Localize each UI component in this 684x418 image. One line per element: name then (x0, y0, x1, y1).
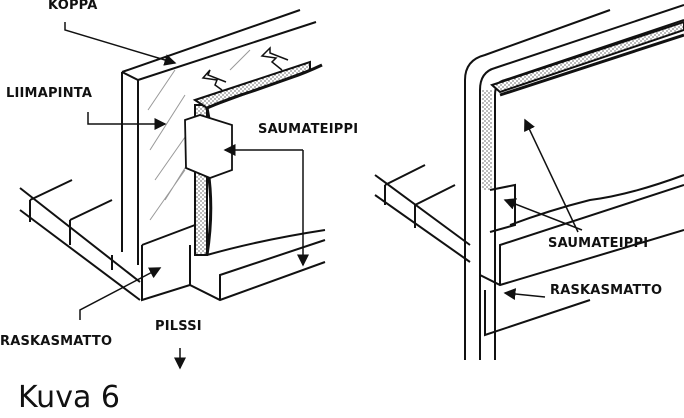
left-detail (19, 9, 326, 302)
label-liimapinta: LIIMAPINTA (6, 86, 93, 101)
label-raskasmatto-right: RASKASMATTO (550, 283, 663, 298)
label-saumateippi-right: SAUMATEIPPI (548, 236, 649, 251)
right-leaders (503, 118, 583, 301)
label-saumateippi-left: SAUMATEIPPI (258, 122, 359, 137)
figure-caption: Kuva 6 (18, 380, 120, 415)
label-koppa: KOPPA (48, 0, 98, 13)
label-raskasmatto-left: RASKASMATTO (0, 334, 113, 349)
label-pilssi: PILSSI (155, 319, 202, 334)
right-detail (374, 4, 684, 360)
left-leaders (64, 22, 309, 370)
